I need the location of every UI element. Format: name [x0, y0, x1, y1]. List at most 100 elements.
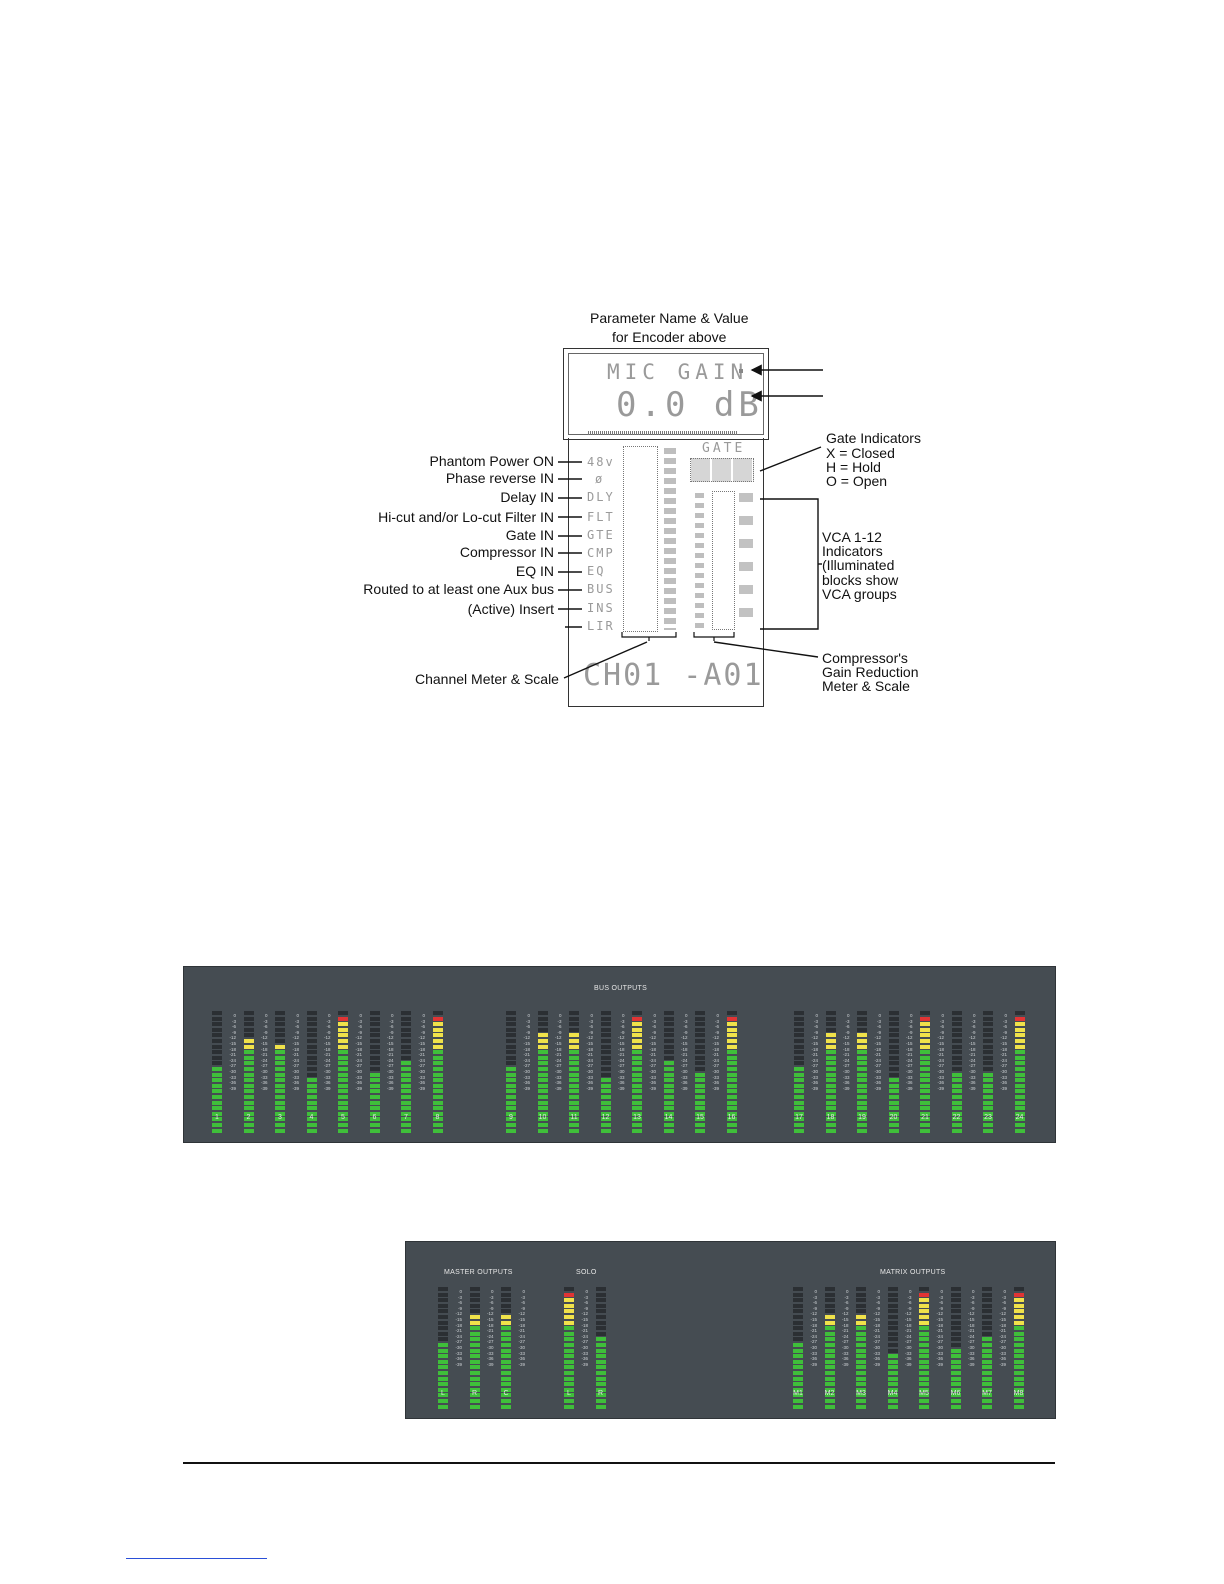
meter-segment — [983, 1078, 993, 1083]
scale-tick: -3 — [908, 1018, 913, 1024]
meter-segment — [275, 1044, 285, 1049]
meter-segment — [950, 1348, 961, 1353]
scale-tick: 0 — [1003, 1289, 1006, 1294]
bus-meter-label-5: 5 — [341, 1114, 345, 1121]
meter-segment — [920, 1050, 930, 1055]
scale-tick: -6 — [875, 1300, 880, 1306]
meter-segment — [506, 1117, 516, 1122]
scale-tick: -24 — [617, 1057, 625, 1063]
scale-tick: -9 — [939, 1029, 944, 1035]
scale-tick: 0 — [716, 1013, 719, 1018]
meter-segment — [243, 1128, 254, 1133]
meter-segment — [600, 1123, 611, 1127]
meter-segment — [856, 1399, 866, 1403]
scale-tick: -24 — [937, 1057, 944, 1063]
meter-segment — [695, 1022, 705, 1027]
meter-segment — [432, 1106, 443, 1111]
scale-tick: -9 — [876, 1029, 881, 1035]
solo-scale-1: 0-3-6-9-12-15-18-21-24-27-30-33-36-39 — [576, 1289, 588, 1367]
meter-segment — [501, 1359, 511, 1364]
scale-tick: -33 — [581, 1350, 588, 1356]
lcd-param-name: MIC GAIN — [607, 360, 749, 384]
meter-segment — [569, 1083, 579, 1088]
bus-meter-19 — [857, 1011, 867, 1133]
scale-tick: -15 — [229, 1040, 236, 1046]
scale-tick: -33 — [937, 1074, 944, 1080]
meter-segment — [469, 1309, 480, 1314]
scale-tick: -39 — [968, 1085, 976, 1091]
meter-segment — [275, 1095, 285, 1099]
scale-tick: -30 — [292, 1068, 299, 1074]
meter-segment — [1013, 1359, 1024, 1364]
meter-segment — [824, 1354, 835, 1359]
scale-tick: -36 — [968, 1080, 976, 1086]
meter-segment — [501, 1326, 511, 1331]
scale-tick: -36 — [586, 1080, 593, 1086]
meter-segment — [919, 1309, 929, 1314]
meter-segment — [632, 1106, 642, 1111]
scale-tick: -12 — [386, 1035, 394, 1041]
meter-segment — [600, 1016, 611, 1021]
meter-segment — [951, 1083, 962, 1088]
matrix-meter-label-6: M6 — [950, 1390, 961, 1397]
meter-segment — [212, 1111, 222, 1116]
meter-segment — [824, 1359, 835, 1364]
meter-segment — [595, 1371, 606, 1375]
meter-segment — [888, 1033, 899, 1038]
scale-tick: -3 — [357, 1018, 362, 1024]
meter-segment — [857, 1117, 867, 1122]
meter-segment — [919, 1399, 929, 1403]
meter-segment — [243, 1111, 254, 1116]
matrix-meter-5 — [919, 1287, 929, 1409]
meter-segment — [1014, 1016, 1025, 1021]
meter-segment — [243, 1011, 254, 1015]
meter-segment — [306, 1067, 317, 1071]
scale-tick: -3 — [876, 1018, 881, 1024]
meter-segment — [887, 1348, 898, 1353]
label-gate-indicators: Gate Indicators — [826, 430, 921, 446]
scale-tick: -33 — [323, 1074, 331, 1080]
scale-tick: -36 — [323, 1080, 331, 1086]
scale-tick: -33 — [229, 1074, 236, 1080]
scale-tick: -27 — [712, 1063, 719, 1069]
scale-tick: -39 — [904, 1361, 912, 1367]
meter-segment — [338, 1095, 348, 1099]
meter-segment — [632, 1061, 642, 1066]
scale-tick: -39 — [260, 1085, 268, 1091]
meter-segment — [506, 1095, 516, 1099]
meter-segment — [432, 1027, 443, 1032]
scale-tick: -27 — [581, 1339, 588, 1345]
bus-meter-2 — [243, 1011, 254, 1133]
scale-tick: -18 — [999, 1322, 1006, 1328]
scale-tick: -30 — [1000, 1068, 1007, 1074]
bus-meter-11 — [569, 1011, 579, 1133]
scale-tick: -9 — [1002, 1029, 1007, 1035]
meter-segment — [888, 1117, 899, 1122]
scale-tick: -33 — [260, 1074, 268, 1080]
meter-segment — [951, 1033, 962, 1038]
meter-segment — [469, 1320, 480, 1325]
meter-segment — [982, 1287, 992, 1291]
master-meter-2 — [469, 1287, 480, 1409]
meter-segment — [338, 1061, 348, 1066]
meter-segment — [401, 1055, 411, 1060]
matrix-meter-2 — [824, 1287, 835, 1409]
lcd-top-frame — [563, 348, 769, 440]
label-phase-reverse: Phase reverse IN — [445, 470, 554, 486]
scale-tick: -33 — [554, 1074, 562, 1080]
icon-gate: GTE — [587, 528, 615, 542]
meter-segment — [825, 1123, 836, 1127]
scale-tick: -39 — [712, 1085, 719, 1091]
meter-segment — [920, 1067, 930, 1071]
meter-segment — [600, 1067, 611, 1071]
meter-segment — [888, 1016, 899, 1021]
meter-segment — [793, 1343, 803, 1347]
meter-segment — [275, 1072, 285, 1077]
meter-segment — [663, 1011, 674, 1015]
scale-tick: -15 — [680, 1040, 688, 1046]
bus-meter-21 — [920, 1011, 930, 1133]
meter-segment — [501, 1287, 511, 1291]
scale-tick: 0 — [359, 1013, 362, 1018]
meter-segment — [432, 1061, 443, 1066]
meter-segment — [369, 1123, 380, 1127]
